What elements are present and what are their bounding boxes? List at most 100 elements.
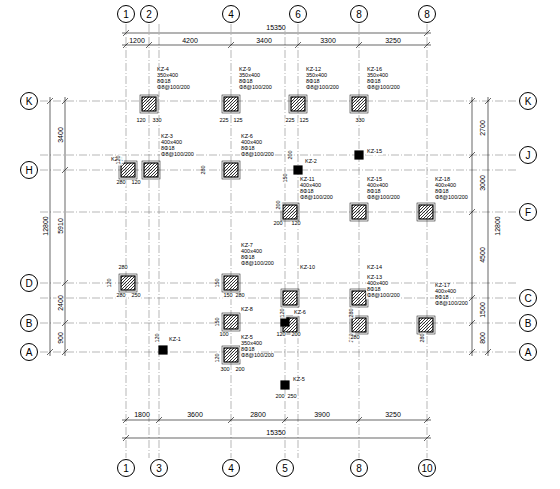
axis-label: D — [25, 278, 32, 289]
column-outline — [222, 313, 240, 331]
dimension-text: 200 — [288, 149, 294, 160]
column-section — [224, 163, 238, 177]
column-tag: Φ8@100/200 — [434, 195, 469, 201]
column-outline — [142, 161, 160, 179]
axis-label: B — [525, 318, 532, 329]
dimension-tick — [62, 349, 68, 355]
column-tag: 400x400 — [240, 249, 263, 255]
axis-label: 5 — [282, 463, 288, 474]
column-tag: KZ-9 — [238, 67, 252, 73]
column-section — [224, 315, 238, 329]
dimension-text: 3400 — [255, 37, 273, 44]
axis-bubble: F — [519, 203, 537, 221]
dimension-text: 2400 — [57, 294, 64, 312]
column-section — [419, 318, 433, 332]
dimension-text: 1500 — [479, 301, 486, 319]
dimension-text: 225 — [218, 118, 229, 124]
dimension-text: 125 — [298, 118, 309, 124]
column-section — [352, 291, 366, 305]
dimension-text: 150 — [215, 316, 221, 327]
dimension-tick — [469, 209, 475, 215]
column-tag: Φ8@100/200 — [240, 152, 275, 158]
column-tag: 400x400 — [366, 183, 389, 189]
dimension-tick — [356, 417, 362, 423]
dimension-line — [122, 45, 431, 46]
column-section — [281, 381, 289, 389]
axis-label: J — [526, 150, 531, 161]
dimension-line — [65, 97, 66, 356]
column-tag: 400x400 — [160, 140, 183, 146]
axis-bubble: 10 — [418, 459, 436, 477]
column-outline — [350, 95, 368, 113]
column-outline — [289, 95, 307, 113]
axis-bubble: 5 — [276, 459, 294, 477]
column-tag: 8Φ18 — [434, 189, 450, 195]
column-tag: 8Φ18 — [238, 79, 254, 85]
dimension-text: 120 — [275, 332, 286, 338]
axis-label: 10 — [421, 463, 432, 474]
axis-bubble: B — [519, 314, 537, 332]
dimension-text: 225 — [284, 118, 295, 124]
column-outline — [119, 274, 137, 292]
column-tag: KZ-13 — [366, 275, 383, 281]
axis-bubble: 3 — [150, 459, 168, 477]
dimension-text: 330 — [354, 118, 365, 124]
dimension-text: 120 — [130, 180, 141, 186]
dimension-tick — [485, 98, 491, 104]
column-tag: Φ8@100/200 — [238, 85, 273, 91]
dimension-text: 3600 — [186, 411, 204, 418]
column-outline — [350, 316, 368, 334]
dimension-tick — [424, 30, 430, 36]
column-tag: 8Φ18 — [299, 189, 315, 195]
column-tag: KZ-5 — [292, 377, 306, 383]
column-tag: 350x400 — [366, 73, 389, 79]
axis-bubble: B — [20, 314, 38, 332]
axis-line — [40, 352, 518, 353]
axis-line — [149, 24, 150, 458]
column-section — [224, 97, 238, 111]
column-tag: 400x400 — [434, 289, 457, 295]
axis-label: 8 — [424, 9, 430, 20]
axis-label: 3 — [156, 463, 162, 474]
axis-bubble: 8 — [418, 5, 436, 23]
dimension-line — [472, 97, 473, 356]
column-tag: Φ8@100/200 — [366, 195, 401, 201]
column-outline — [222, 274, 240, 292]
dimension-tick — [469, 152, 475, 158]
column-outline — [417, 203, 435, 221]
axis-bubble: 2 — [140, 5, 158, 23]
dimension-text: 2800 — [249, 411, 267, 418]
dimension-text: 800 — [479, 331, 486, 345]
dimension-line — [122, 438, 431, 439]
dimension-text: 3400 — [57, 126, 64, 144]
dimension-text: 15350 — [265, 24, 286, 31]
column-tag: 8Φ18 — [305, 79, 321, 85]
column-tag: KZ-14 — [366, 265, 383, 271]
axis-line — [285, 24, 286, 458]
dimension-tick — [424, 42, 430, 48]
axis-bubble: 6 — [289, 5, 307, 23]
dimension-text: 280 — [115, 180, 126, 186]
column-outline — [417, 316, 435, 334]
dimension-text: 280 — [349, 307, 355, 318]
dimension-tick — [356, 42, 362, 48]
dimension-text: 4200 — [181, 37, 199, 44]
axis-line — [359, 24, 360, 458]
axis-bubble: 8 — [350, 5, 368, 23]
dimension-tick — [123, 435, 129, 441]
axis-line — [427, 24, 428, 458]
axis-bubble: A — [519, 343, 537, 361]
dimension-text: 150 — [283, 172, 289, 183]
column-section — [355, 151, 363, 159]
column-tag: 350x400 — [238, 73, 261, 79]
dimension-tick — [228, 42, 234, 48]
column-tag: 8Φ18 — [434, 295, 450, 301]
column-section — [224, 276, 238, 290]
dimension-tick — [146, 42, 152, 48]
axis-bubble: 1 — [117, 459, 135, 477]
column-tag: 350x400 — [156, 73, 179, 79]
column-tag: Φ8@100/200 — [240, 261, 275, 267]
dimension-tick — [62, 320, 68, 326]
column-tag: KZ-7 — [240, 243, 254, 249]
